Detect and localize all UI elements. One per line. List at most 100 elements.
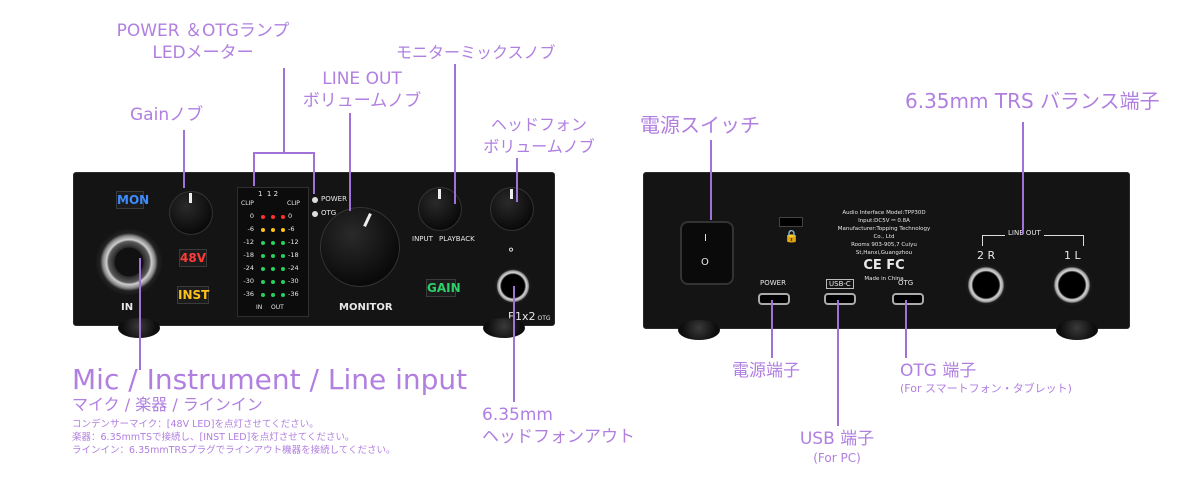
label-maker: Manufacturer:Topping Technology Co., Ltd — [837, 226, 931, 240]
mon-button: MON — [116, 191, 150, 209]
meter-led — [261, 215, 265, 219]
power-port-callout: 電源端子 — [732, 361, 800, 381]
power-port-label: POWER — [760, 279, 786, 287]
meter-led — [271, 254, 275, 258]
mic-callout-title: Mic / Instrument / Line input — [72, 363, 468, 396]
power-port-callout-line — [771, 300, 773, 358]
switch-callout-line — [710, 140, 712, 220]
power-led-label: POWER — [321, 195, 347, 203]
meter-row: -6 -6 — [238, 225, 308, 237]
monitor-mix-callout: モニターミックスノブ — [396, 43, 556, 62]
inst-button: INST — [177, 286, 210, 304]
usbc-port — [824, 293, 856, 305]
meter-row: -30-30 — [238, 277, 308, 289]
led-callout-right — [313, 152, 315, 194]
meter-in-label: IN — [256, 304, 263, 311]
otg-port-callout-line1: OTG 端子 — [900, 361, 977, 381]
meter-level-left: 0 — [249, 212, 254, 220]
line-out-label: LINE OUT — [1005, 229, 1044, 237]
power-led — [312, 197, 318, 203]
lineout-callout-line1: LINE OUT — [322, 69, 402, 89]
hp-out-callout-line2: ヘッドフォンアウト — [482, 427, 635, 447]
meter-level-right: -36 — [288, 290, 299, 298]
mic-callout-sub: マイク / 楽器 / ラインイン — [72, 395, 263, 414]
led-callout-stem — [283, 68, 285, 152]
gain-button: GAIN — [426, 279, 461, 297]
meter-level-left: -18 — [243, 251, 254, 259]
line-out-r-label: 2 R — [977, 249, 996, 262]
input-label: INPUT — [412, 235, 433, 243]
meter-level-right: -18 — [288, 251, 299, 259]
monitor-label: MONITOR — [339, 302, 393, 313]
lineout-callout: LINE OUT ボリュームノブ — [292, 68, 432, 112]
led-callout-left — [253, 152, 255, 186]
led-callout-line2: LEDメーター — [152, 43, 254, 63]
usb-port-callout-line — [837, 300, 839, 426]
hp-out-callout-line1: 6.35mm — [482, 405, 553, 425]
otg-port-callout-line2: (For スマートフォン・タブレット) — [900, 382, 1072, 395]
led-callout-line1: POWER ＆OTGランプ — [116, 21, 290, 41]
product-label: Audio Interface Model:TPP30D Input:DC5V … — [834, 209, 934, 283]
hp-out-callout-line — [513, 286, 515, 402]
switch-on-mark: I — [704, 233, 707, 244]
headphone-icon: ⚬ — [506, 243, 517, 257]
label-address: Rooms 903-905,7 Cuiyu St,Hanxi,Guangzhou — [851, 242, 917, 256]
label-made: Made in China — [864, 276, 904, 282]
otg-port — [892, 293, 924, 305]
lock-slot — [779, 217, 803, 227]
lineout-callout-line — [349, 113, 351, 211]
trs-callout-line — [1022, 122, 1024, 234]
hp-vol-callout-line1: ヘッドフォン — [490, 115, 587, 134]
switch-off-mark: O — [701, 257, 709, 268]
meter-led — [261, 254, 265, 258]
meter-leds — [258, 265, 288, 273]
otg-port-label: OTG — [898, 279, 914, 287]
usb-port-callout-line2: (For PC) — [813, 451, 861, 465]
hp-vol-callout-line — [516, 158, 518, 202]
meter-leds — [258, 226, 288, 234]
back-foot-left — [678, 320, 720, 340]
mix-knob-marker — [438, 189, 441, 199]
meter-level-left: -6 — [247, 225, 254, 233]
in-label: IN — [121, 302, 134, 313]
meter-led — [271, 267, 275, 271]
power-switch-callout: 電源スイッチ — [640, 113, 760, 137]
meter-row: -12-12 — [238, 238, 308, 250]
hp-vol-callout-line2: ボリュームノブ — [483, 137, 595, 156]
meter-led — [271, 215, 275, 219]
combo-input-jack — [96, 229, 162, 295]
hp-vol-callout: ヘッドフォン ボリュームノブ — [472, 114, 606, 158]
meter-level-right: -24 — [288, 264, 299, 272]
meter-led — [261, 228, 265, 232]
meter-leds — [258, 213, 288, 221]
meter-led — [271, 228, 275, 232]
hp-knob-marker — [510, 189, 513, 199]
label-title: Audio Interface Model:TPP30D — [842, 210, 926, 216]
mic-note-3: ラインイン：6.35mmTRSプラグでラインアウト機器を接続してください。 — [72, 445, 396, 456]
mix-callout-line — [454, 64, 456, 204]
meter-leds — [258, 252, 288, 260]
front-foot-right — [483, 318, 525, 338]
meter-level-left: -12 — [243, 238, 254, 246]
meter-led — [271, 241, 275, 245]
hp-out-callout: 6.35mm ヘッドフォンアウト — [482, 404, 635, 448]
line-out-r-jack — [966, 265, 1006, 305]
gain-knob-marker — [189, 193, 192, 203]
otg-port-callout: OTG 端子 (For スマートフォン・タブレット) — [900, 360, 1072, 396]
otg-port-callout-line — [905, 300, 907, 358]
mic-note-1: コンデンサーマイク：[48V LED]を点灯させてください。 — [72, 419, 319, 430]
lineout-callout-line2: ボリュームノブ — [302, 91, 422, 111]
meter-clip-left: CLIP — [241, 200, 254, 207]
monitor-knob — [320, 207, 400, 287]
usb-port-callout-line1: USB 端子 — [799, 429, 875, 449]
meter-led — [261, 280, 265, 284]
meter-row: -24-24 — [238, 264, 308, 276]
led-callout-bar — [253, 152, 315, 154]
otg-led-label: OTG — [321, 209, 337, 217]
meter-level-right: -6 — [288, 225, 295, 233]
meter-led — [281, 280, 285, 284]
otg-led — [312, 211, 318, 217]
playback-label: PLAYBACK — [439, 235, 475, 243]
